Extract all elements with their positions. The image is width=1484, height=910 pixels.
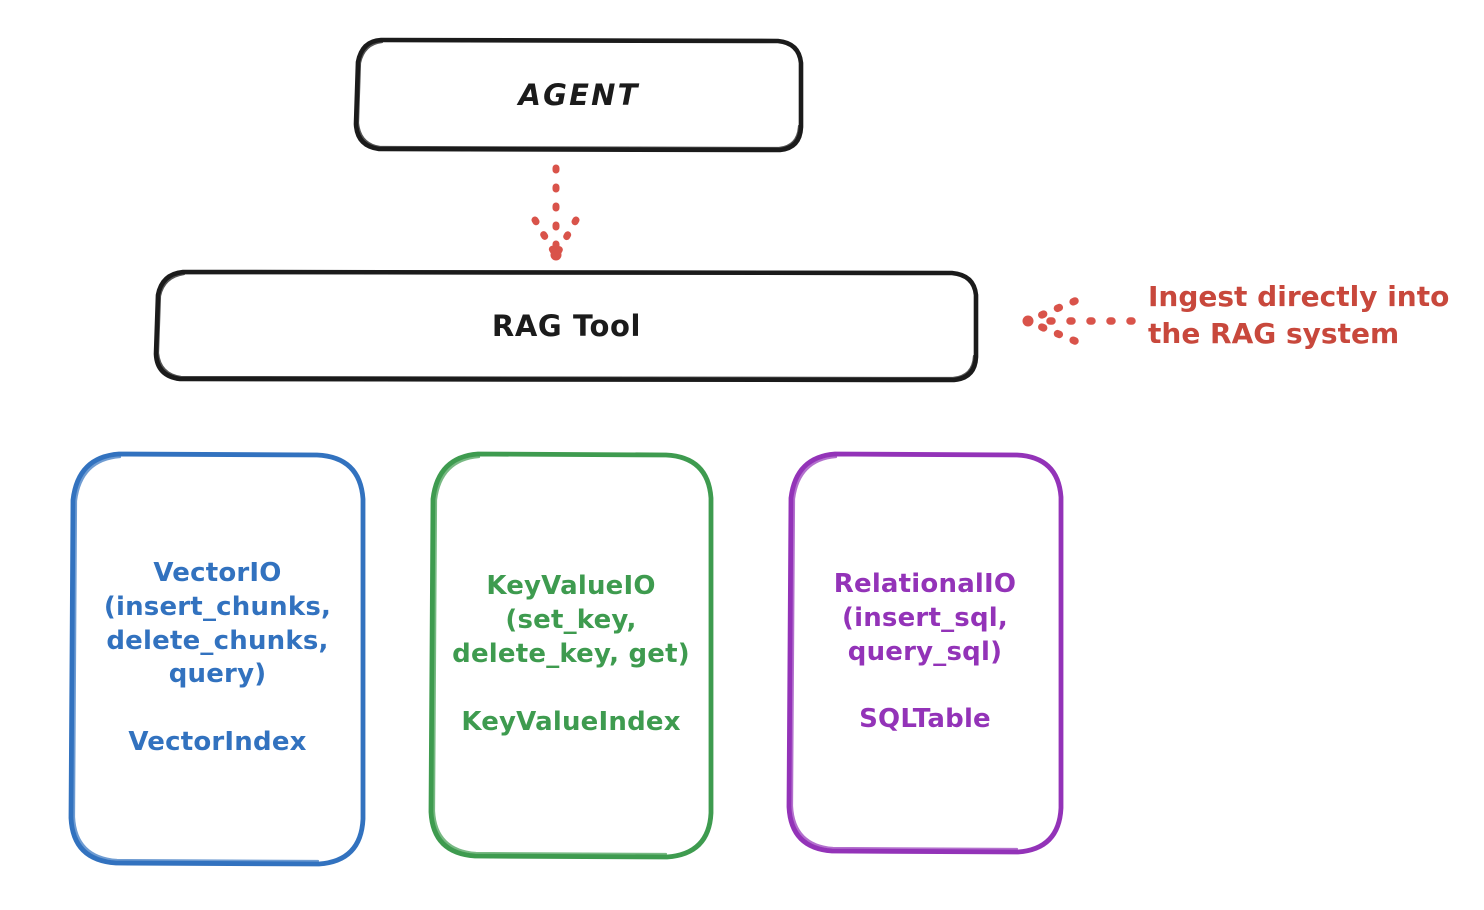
node-key-value-io[interactable]: KeyValueIO (set_key, delete_key, get) Ke… [428,451,714,860]
node-agent[interactable]: AGENT [353,37,804,153]
connector-agent-to-rag-tool [531,164,580,261]
node-agent-label: AGENT [518,78,640,112]
node-relational-io-api-label: RelationalIO (insert_sql, query_sql) [833,568,1017,667]
node-key-value-io-api-label: KeyValueIO (set_key, delete_key, get) [452,571,690,669]
node-relational-io-index-label: SQLTable [859,704,991,735]
annotation-ingest-directly: Ingest directly into the RAG system [1148,280,1450,351]
node-relational-io[interactable]: RelationalIO (insert_sql, query_sql) SQL… [786,451,1064,855]
node-vector-io[interactable]: VectorIO (insert_chunks, delete_chunks, … [68,451,366,867]
connector-ingest-to-rag-tool [1022,297,1136,345]
node-key-value-io-index-label: KeyValueIndex [461,706,681,737]
node-rag-tool[interactable]: RAG Tool [153,269,979,383]
node-vector-io-api-label: VectorIO (insert_chunks, delete_chunks, … [103,558,332,690]
node-rag-tool-label: RAG Tool [491,309,642,343]
node-vector-io-index-label: VectorIndex [128,727,307,758]
